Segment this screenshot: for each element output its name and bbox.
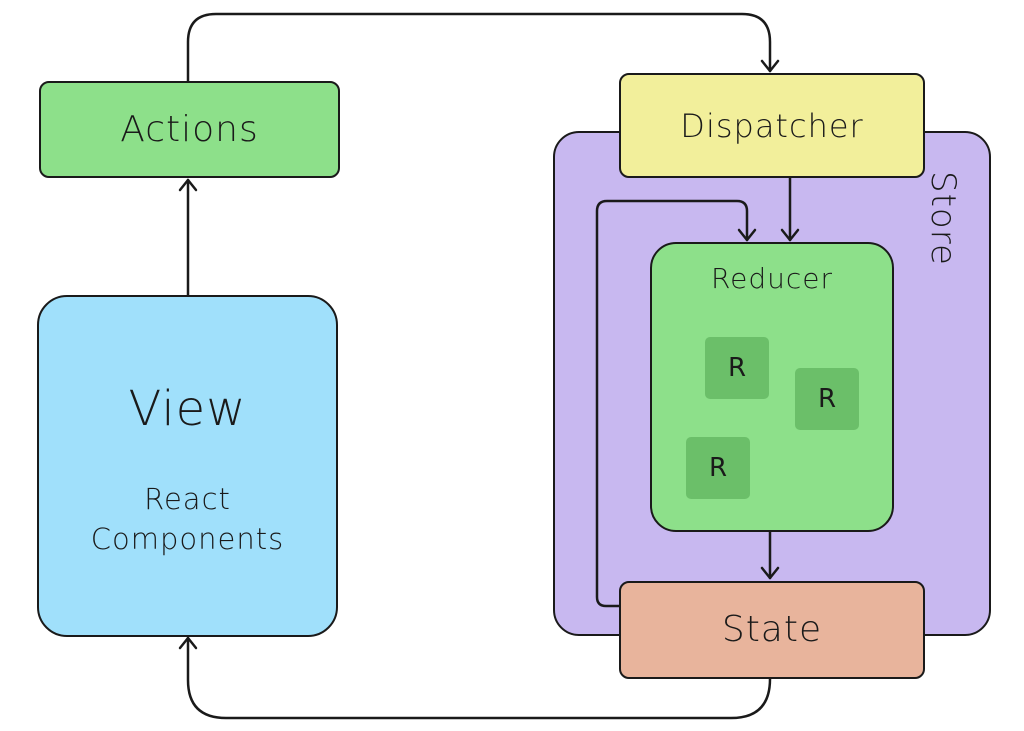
- dispatcher-label: Dispatcher: [680, 107, 864, 145]
- arrow-actions-to-dispatcher: [186, 12, 772, 83]
- view-box: [37, 295, 338, 637]
- view-title: View: [128, 381, 247, 437]
- sub-reducer-label: R: [708, 453, 728, 483]
- sub-reducer: R: [795, 368, 859, 430]
- sub-reducer-label: R: [727, 353, 747, 383]
- actions-label: Actions: [120, 109, 259, 150]
- sub-reducer-label: R: [817, 384, 837, 414]
- state-label: State: [721, 609, 823, 650]
- arrow-state-to-reducer: [595, 199, 749, 608]
- arrow-state-to-view: [186, 636, 772, 720]
- store-label: Store: [923, 171, 963, 266]
- sub-reducer: R: [686, 437, 750, 499]
- state-box: [619, 581, 925, 679]
- sub-reducer: R: [705, 337, 769, 399]
- reducer-label: Reducer: [710, 262, 834, 295]
- view-subtitle-line2: Components: [90, 522, 285, 556]
- view-subtitle-line1: React: [144, 482, 231, 516]
- dispatcher-box: [619, 73, 925, 178]
- actions-box: [39, 81, 340, 178]
